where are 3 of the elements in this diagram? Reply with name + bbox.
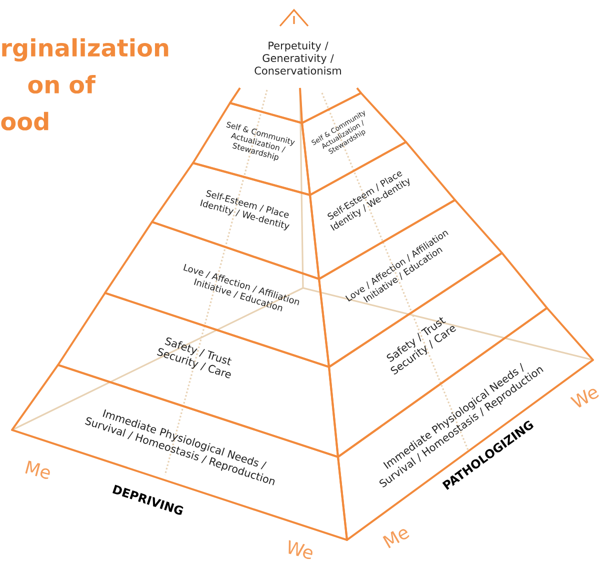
title: rginalization on of ood [1,38,168,130]
axis-label: Me [25,460,50,479]
axis-label: We [288,540,312,560]
